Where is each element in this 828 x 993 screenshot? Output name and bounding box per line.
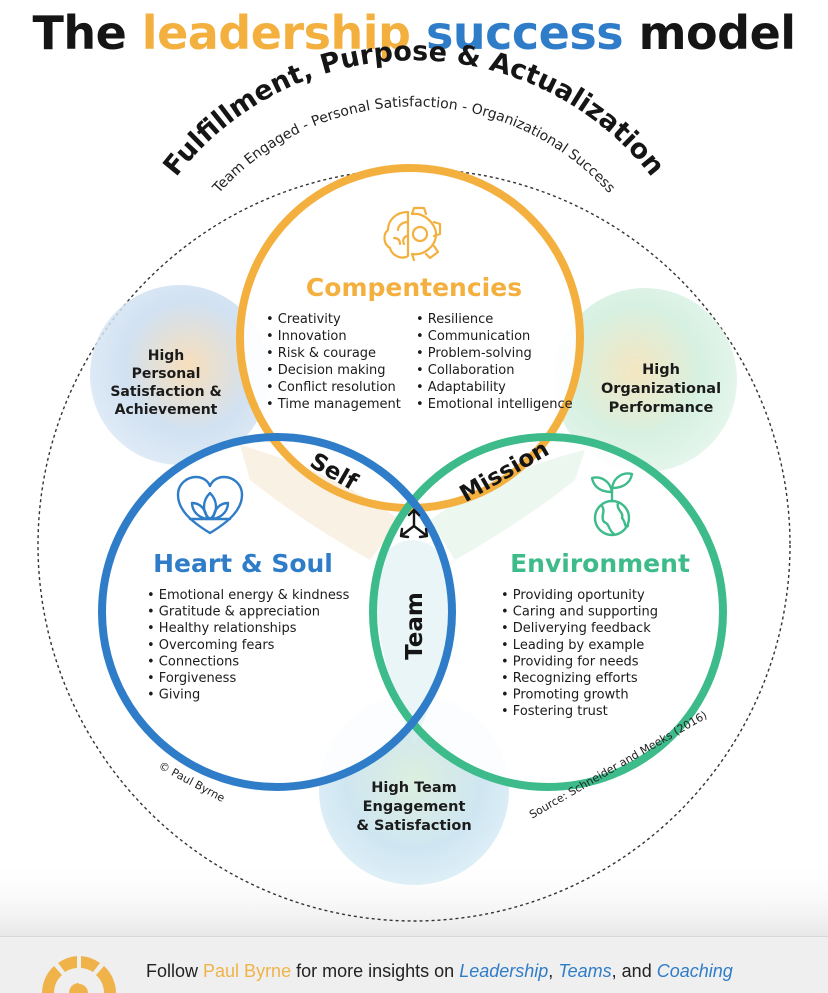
heart-soul-list: • Emotional energy & kindness • Gratitude… <box>147 588 350 703</box>
personal-outcome-line: Personal <box>132 366 201 382</box>
competency-left-item: • Creativity <box>266 312 341 327</box>
footer-prefix: Follow <box>146 961 199 981</box>
venn-diagram: Fulfillment, Purpose & Actualization Tea… <box>0 36 828 936</box>
environment-title: Environment <box>510 549 690 578</box>
footer-sep2: , and <box>611 961 652 981</box>
competency-left-item: • Risk & courage <box>266 346 376 361</box>
competencies-title: Compentencies <box>306 273 522 302</box>
heart-soul-item: • Gratitude & appreciation <box>147 605 320 620</box>
title-word-model: model <box>638 6 796 60</box>
competencies-right-list: • Resilience • Communication • Problem-sol… <box>416 312 573 412</box>
heart-circle <box>98 433 456 791</box>
footer-topic-teams[interactable]: Teams <box>558 961 612 981</box>
heart-soul-item: • Forgiveness <box>147 671 236 686</box>
competency-right-item: • Emotional intelligence <box>416 397 573 412</box>
personal-outcome-line: Satisfaction & <box>110 384 221 400</box>
heart-soul-item: • Overcoming fears <box>147 638 275 653</box>
organizational-outcome-line: High <box>642 362 680 378</box>
competency-left-item: • Conflict resolution <box>266 380 396 395</box>
environment-item: • Deliverying feedback <box>501 621 651 636</box>
environment-item: • Promoting growth <box>501 688 629 703</box>
competency-right-item: • Collaboration <box>416 363 514 378</box>
footer-topic-coaching[interactable]: Coaching <box>656 961 733 981</box>
team-outcome-line: & Satisfaction <box>356 818 471 834</box>
self-overlap-fill <box>240 445 400 560</box>
environment-list: • Providing oportunity • Caring and suppo… <box>501 588 658 719</box>
footer-author-link[interactable]: Paul Byrne <box>203 961 292 981</box>
lotus-heart-icon <box>176 475 244 535</box>
environment-item: • Leading by example <box>501 638 644 653</box>
competency-right-item: • Problem-solving <box>416 346 532 361</box>
environment-item: • Providing for needs <box>501 654 639 669</box>
competencies-left-list: • Creativity • Innovation • Risk & courage… <box>266 312 401 412</box>
environment-item: • Fostering trust <box>501 704 608 719</box>
team-outcome-line: Engagement <box>363 799 466 815</box>
footer-bar: Follow Paul Byrne for more insights on L… <box>0 936 828 993</box>
title-word-success: success <box>425 6 624 60</box>
heart-soul-item: • Emotional energy & kindness <box>147 588 350 603</box>
competency-left-item: • Decision making <box>266 363 386 378</box>
page-title: The leadership success model <box>0 6 828 60</box>
heart-soul-title: Heart & Soul <box>153 549 333 578</box>
environment-item: • Recognizing efforts <box>501 671 638 686</box>
environment-item: • Providing oportunity <box>501 588 645 603</box>
organizational-outcome-line: Organizational <box>601 381 721 397</box>
personal-outcome-blob <box>90 285 270 465</box>
team-label: Team <box>402 592 428 660</box>
brain-gear-icon <box>383 206 442 262</box>
environment-item: • Caring and supporting <box>501 605 658 620</box>
title-word-leadership: leadership <box>141 6 411 60</box>
competency-left-item: • Time management <box>266 397 401 412</box>
environment-circle <box>369 433 727 791</box>
footer-sep1: , <box>548 961 554 981</box>
plant-globe-icon <box>590 472 634 537</box>
organizational-outcome-blob <box>553 288 737 472</box>
competency-right-item: • Communication <box>416 329 530 344</box>
footer-middle: for more insights on <box>296 961 455 981</box>
personal-outcome-line: High <box>148 348 185 364</box>
three-way-arrows-icon <box>399 508 429 539</box>
competency-left-item: • Innovation <box>266 329 347 344</box>
sun-logo-icon <box>42 956 116 993</box>
mission-overlap-fill <box>430 450 585 560</box>
competency-right-item: • Resilience <box>416 312 493 327</box>
footer-topic-leadership[interactable]: Leadership <box>459 961 549 981</box>
heart-soul-item: • Giving <box>147 688 200 703</box>
footer-text: Follow Paul Byrne for more insights on L… <box>146 961 826 982</box>
personal-outcome-line: Achievement <box>115 402 218 418</box>
competencies-circle-fill <box>240 168 580 508</box>
heart-soul-item: • Healthy relationships <box>147 621 297 636</box>
competency-right-item: • Adaptability <box>416 380 506 395</box>
organizational-outcome-line: Performance <box>609 400 714 416</box>
heart-soul-item: • Connections <box>147 654 239 669</box>
title-word-the: The <box>32 6 127 60</box>
team-outcome-line: High Team <box>371 780 457 796</box>
